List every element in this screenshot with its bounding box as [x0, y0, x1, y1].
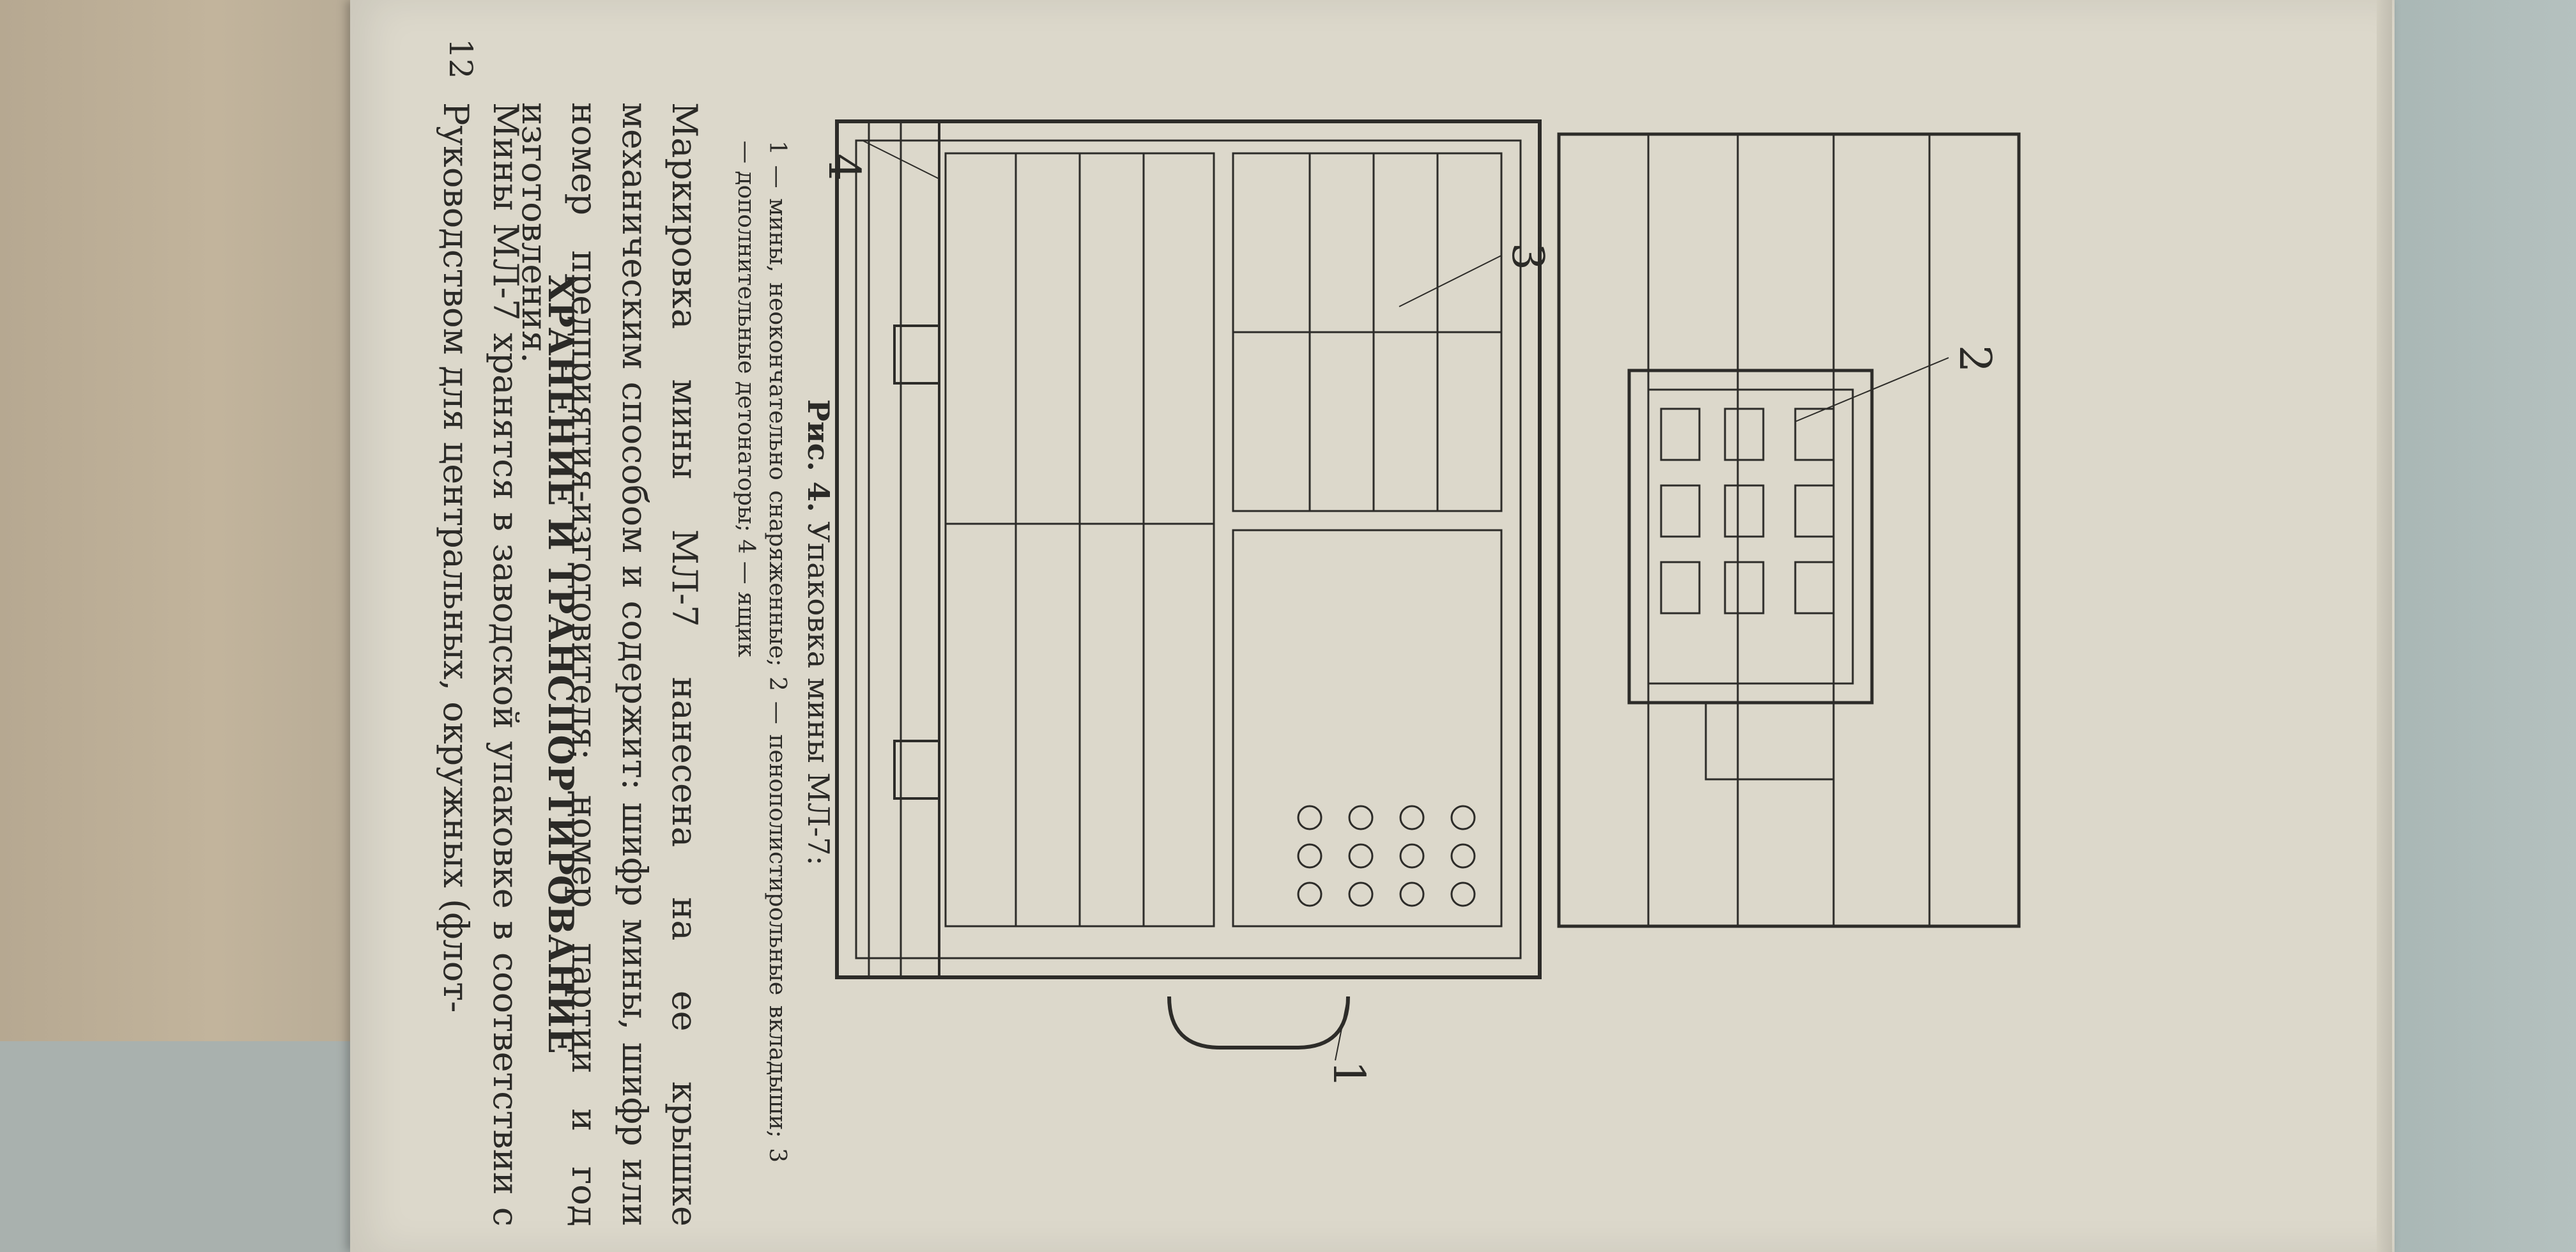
page-number: 12 — [442, 38, 479, 79]
background-cloth-right — [2389, 0, 2576, 1252]
book-page — [350, 0, 2395, 1252]
figure-legend: 1 — мины, неокончательно снаряженные; 2 … — [733, 141, 790, 1163]
detonator-holes — [1297, 805, 1476, 907]
background-cloth — [0, 1041, 358, 1252]
caption-prefix: Рис. 4. — [801, 399, 836, 512]
page-edge — [2377, 0, 2392, 1252]
figure-caption: Рис. 4. Упаковка мины МЛ-7: — [799, 153, 837, 1111]
callout-2: 2 — [1949, 345, 2000, 373]
foam-insert-cells — [1660, 408, 1835, 615]
packaging-illustration: 1 2 3 4 — [818, 115, 2025, 1124]
page-content: 1 2 3 4 Рис. 4. Упаковка мины МЛ-7: 1 — … — [436, 26, 2294, 1226]
caption-text: Упаковка мины МЛ-7: — [801, 521, 836, 866]
storage-paragraph: Мины МЛ-7 хранятся в заводской упаковке … — [435, 102, 526, 1226]
crate-slats — [868, 121, 940, 977]
crate-drawing — [835, 119, 2021, 1061]
callout-3: 3 — [1502, 243, 1552, 271]
marking-paragraph: Маркировка мины МЛ-7 нанесена на ее крыш… — [514, 102, 705, 1226]
section-title: ХРАНЕНИЕ И ТРАНСПОРТИРОВАНИЕ — [540, 275, 581, 1054]
lid-planks — [1647, 134, 1931, 926]
callout-1: 1 — [1323, 1060, 1374, 1088]
